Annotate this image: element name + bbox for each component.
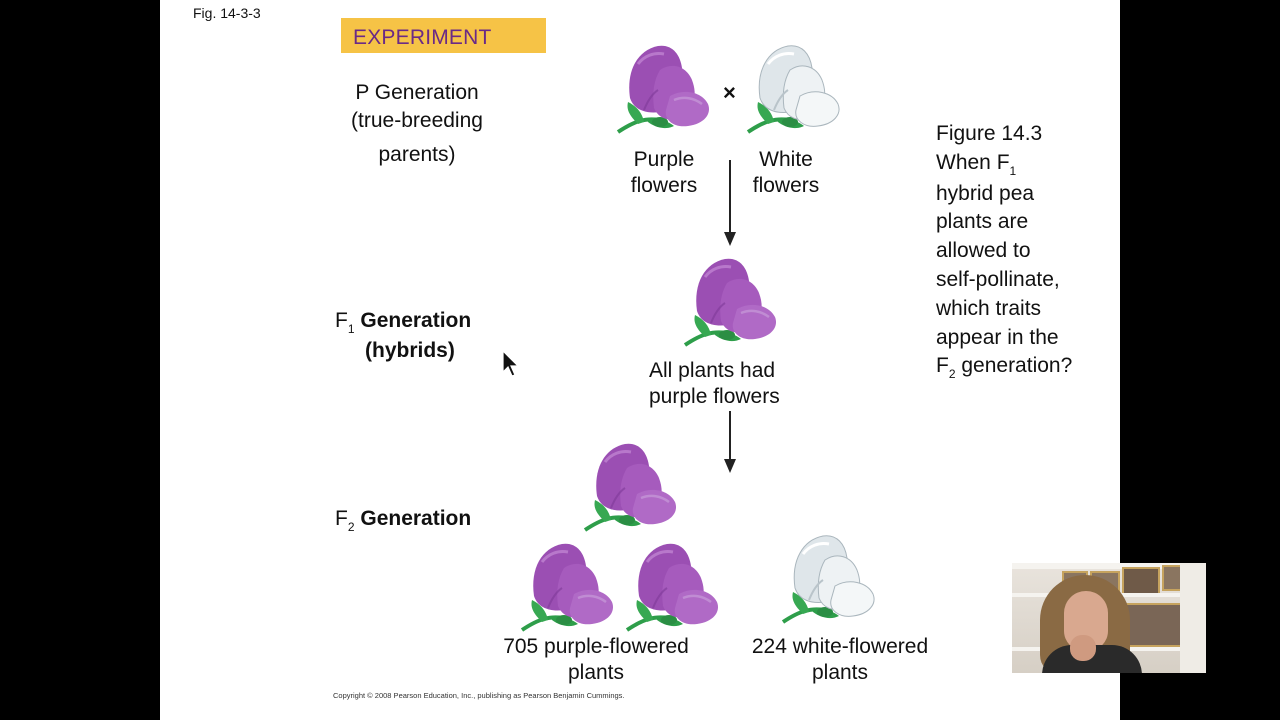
f1-subtitle: (hybrids) — [365, 339, 455, 362]
caption-line4: plants are — [936, 210, 1029, 234]
f2-title: Generation — [360, 507, 472, 530]
webcam-frame-3 — [1122, 567, 1160, 595]
experiment-label: EXPERIMENT — [341, 18, 546, 53]
f2-purple-line2: plants — [567, 661, 625, 684]
white-parent-label: White flowers — [732, 147, 840, 199]
f2-white-line1: 224 white-flowered — [751, 635, 929, 658]
f1-generation-label: F1 Generation (hybrids) — [335, 307, 471, 365]
webcam-wall-right — [1180, 563, 1206, 673]
figure-caption: Figure 14.3 When F1 hybrid pea plants ar… — [936, 120, 1072, 383]
arrow-p-to-f1-line — [729, 160, 731, 232]
f2-subscript: 2 — [347, 520, 355, 534]
f1-title: Generation — [360, 309, 472, 332]
caption-line8: appear in the — [936, 325, 1059, 349]
f2-purple-flower-icon-right — [617, 538, 727, 638]
copyright-notice: Copyright © 2008 Pearson Education, Inc.… — [333, 691, 625, 700]
f2-purple-line1: 705 purple-flowered — [503, 635, 689, 658]
webcam-frame-5 — [1122, 603, 1184, 647]
p-generation-line3: parents) — [378, 143, 456, 166]
f2-purple-count-label: 705 purple-flowered plants — [486, 634, 706, 686]
f2-purple-flower-icon-top — [575, 438, 685, 538]
caption-line9-prefix: F — [936, 354, 949, 378]
f1-prefix: F — [335, 309, 348, 332]
presenter-webcam — [1012, 563, 1206, 673]
presenter-hand — [1070, 635, 1096, 661]
arrow-f1-to-f2-line — [729, 411, 731, 459]
f2-white-line2: plants — [811, 661, 869, 684]
caption-line3: hybrid pea — [936, 181, 1035, 205]
f1-subscript: 1 — [347, 322, 355, 336]
p-generation-line1: P Generation — [355, 81, 479, 104]
purple-parent-line2: flowers — [630, 174, 698, 197]
arrow-p-to-f1-head — [724, 232, 736, 246]
white-parent-line2: flowers — [752, 174, 820, 197]
caption-line2-subscript: 1 — [1009, 163, 1017, 178]
caption-line9: F2 generation? — [936, 352, 1072, 383]
purple-parent-line1: Purple — [633, 148, 695, 171]
arrow-f1-to-f2-head — [724, 459, 736, 473]
caption-line7: which traits — [936, 296, 1042, 320]
f1-result-line1: All plants had — [649, 359, 776, 382]
white-flower-icon — [738, 40, 848, 140]
caption-line9-suffix: generation? — [955, 354, 1073, 378]
f1-result-line2: purple flowers — [649, 385, 780, 408]
f2-purple-flower-icon-left — [512, 538, 622, 638]
f2-white-flower-icon — [773, 530, 883, 630]
mouse-pointer-icon — [502, 350, 520, 377]
webcam-shelf-top — [1012, 563, 1206, 569]
figure-number-label: Fig. 14-3-3 — [193, 5, 261, 21]
cross-symbol: × — [723, 80, 736, 105]
f1-purple-flower-icon — [675, 253, 785, 353]
f2-generation-label: F2 Generation — [335, 505, 471, 535]
caption-line2-text: When F — [936, 150, 1010, 174]
p-generation-label: P Generation (true-breeding parents) — [322, 79, 512, 169]
purple-parent-label: Purple flowers — [610, 147, 718, 199]
caption-line1: Figure 14.3 — [936, 122, 1043, 145]
purple-flower-icon — [608, 40, 718, 140]
caption-line2: When F1 — [936, 149, 1072, 180]
f2-white-count-label: 224 white-flowered plants — [730, 634, 950, 686]
f1-result-label: All plants had purple flowers — [649, 358, 780, 410]
white-parent-line1: White — [759, 148, 813, 171]
slide-canvas: Fig. 14-3-3 EXPERIMENT P Generation (tru… — [160, 0, 1120, 720]
caption-line5: allowed to — [936, 239, 1031, 263]
f2-prefix: F — [335, 507, 348, 530]
caption-line9-subscript: 2 — [948, 367, 956, 382]
caption-line6: self-pollinate, — [936, 267, 1060, 291]
p-generation-line2: (true-breeding — [351, 109, 483, 132]
